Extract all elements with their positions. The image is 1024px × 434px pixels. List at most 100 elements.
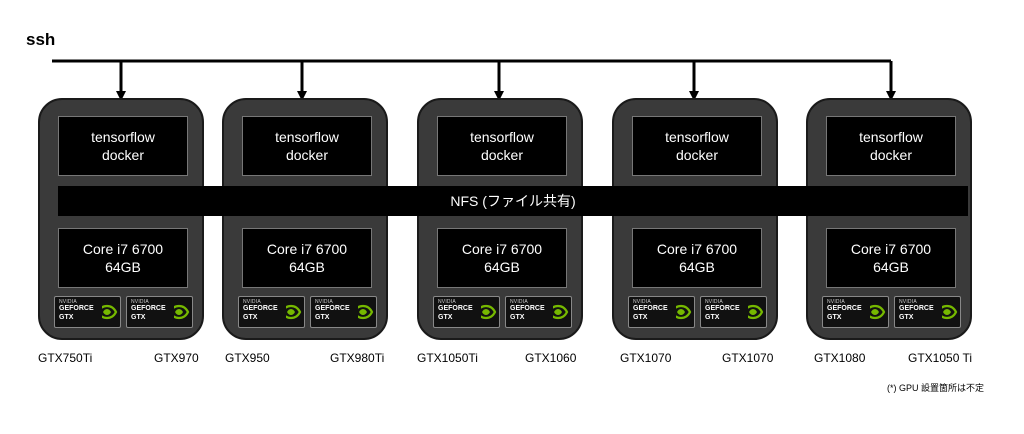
software-line-1: tensorflow (665, 129, 729, 145)
badge-line-1: GEFORCE (510, 305, 545, 312)
footnote: (*) GPU 設置箇所は不定 (886, 383, 984, 393)
tensorflow-docker-box: tensorflow docker (826, 116, 956, 176)
nvidia-eye-icon (936, 300, 958, 322)
badge-line-2: GTX (827, 314, 842, 321)
badge-brand: NVIDIA (438, 299, 456, 305)
tensorflow-docker-box: tensorflow docker (437, 116, 567, 176)
nvidia-eye-icon (168, 300, 190, 322)
badge-line-2: GTX (705, 314, 720, 321)
cpu-memory-box: Core i7 6700 64GB (826, 228, 956, 288)
nvidia-eye-icon (475, 300, 497, 322)
badge-line-2: GTX (899, 314, 914, 321)
cpu-label: Core i7 6700 (656, 241, 738, 257)
tensorflow-docker-box: tensorflow docker (58, 116, 188, 176)
badge-line-2: GTX (131, 314, 146, 321)
cpu-memory-box: Core i7 6700 64GB (242, 228, 372, 288)
nvidia-eye-icon (280, 300, 302, 322)
software-line-1: tensorflow (470, 129, 534, 145)
tensorflow-docker-box: tensorflow docker (242, 116, 372, 176)
memory-label: 64GB (873, 259, 909, 275)
cpu-label: Core i7 6700 (82, 241, 164, 257)
badge-line-1: GEFORCE (438, 305, 473, 312)
nvidia-eye-icon (96, 300, 118, 322)
gpu-model-label: GTX950 (225, 351, 270, 365)
nvidia-eye-icon (864, 300, 886, 322)
badge-brand: NVIDIA (131, 299, 149, 305)
nvidia-eye-icon (547, 300, 569, 322)
software-line-2: docker (101, 147, 145, 163)
gpu-model-label: GTX750Ti (38, 351, 93, 365)
nfs-shared-bar: NFS (ファイル共有) (58, 186, 968, 216)
gpu-model-label: GTX1080 (814, 351, 866, 365)
badge-line-1: GEFORCE (315, 305, 350, 312)
gpu-model-label: GTX1050 Ti (908, 351, 973, 365)
badge-line-1: GEFORCE (131, 305, 166, 312)
badge-line-1: GEFORCE (705, 305, 740, 312)
badge-brand: NVIDIA (510, 299, 528, 305)
badge-line-1: GEFORCE (633, 305, 668, 312)
memory-label: 64GB (679, 259, 715, 275)
cpu-memory-box: Core i7 6700 64GB (632, 228, 762, 288)
gpu-model-label: GTX1070 (722, 351, 774, 365)
badge-brand: NVIDIA (59, 299, 77, 305)
badge-brand: NVIDIA (827, 299, 845, 305)
memory-label: 64GB (105, 259, 141, 275)
badge-line-1: GEFORCE (899, 305, 934, 312)
badge-brand: NVIDIA (705, 299, 723, 305)
software-line-2: docker (869, 147, 913, 163)
ssh-title: ssh (26, 30, 56, 49)
cpu-label: Core i7 6700 (461, 241, 543, 257)
badge-line-1: GEFORCE (243, 305, 278, 312)
cpu-label: Core i7 6700 (266, 241, 348, 257)
cpu-label: Core i7 6700 (850, 241, 932, 257)
badge-line-1: GEFORCE (59, 305, 94, 312)
memory-label: 64GB (289, 259, 325, 275)
cpu-memory-box: Core i7 6700 64GB (437, 228, 567, 288)
badge-line-2: GTX (243, 314, 258, 321)
nvidia-eye-icon (670, 300, 692, 322)
software-line-2: docker (480, 147, 524, 163)
gpu-model-label: GTX970 (154, 351, 199, 365)
nvidia-eye-icon (742, 300, 764, 322)
software-line-1: tensorflow (275, 129, 339, 145)
software-line-1: tensorflow (91, 129, 155, 145)
badge-line-2: GTX (633, 314, 648, 321)
software-line-1: tensorflow (859, 129, 923, 145)
gpu-model-label: GTX1050Ti (417, 351, 478, 365)
badge-line-2: GTX (438, 314, 453, 321)
software-line-2: docker (285, 147, 329, 163)
badge-brand: NVIDIA (633, 299, 651, 305)
badge-brand: NVIDIA (315, 299, 333, 305)
badge-brand: NVIDIA (243, 299, 261, 305)
badge-line-2: GTX (315, 314, 330, 321)
tensorflow-docker-box: tensorflow docker (632, 116, 762, 176)
gpu-model-label: GTX980Ti (330, 351, 385, 365)
software-line-2: docker (675, 147, 719, 163)
badge-line-1: GEFORCE (827, 305, 862, 312)
cpu-memory-box: Core i7 6700 64GB (58, 228, 188, 288)
nfs-label: NFS (ファイル共有) (450, 193, 576, 209)
nvidia-eye-icon (352, 300, 374, 322)
badge-brand: NVIDIA (899, 299, 917, 305)
memory-label: 64GB (484, 259, 520, 275)
badge-line-2: GTX (510, 314, 525, 321)
gpu-model-label: GTX1070 (620, 351, 672, 365)
badge-line-2: GTX (59, 314, 74, 321)
